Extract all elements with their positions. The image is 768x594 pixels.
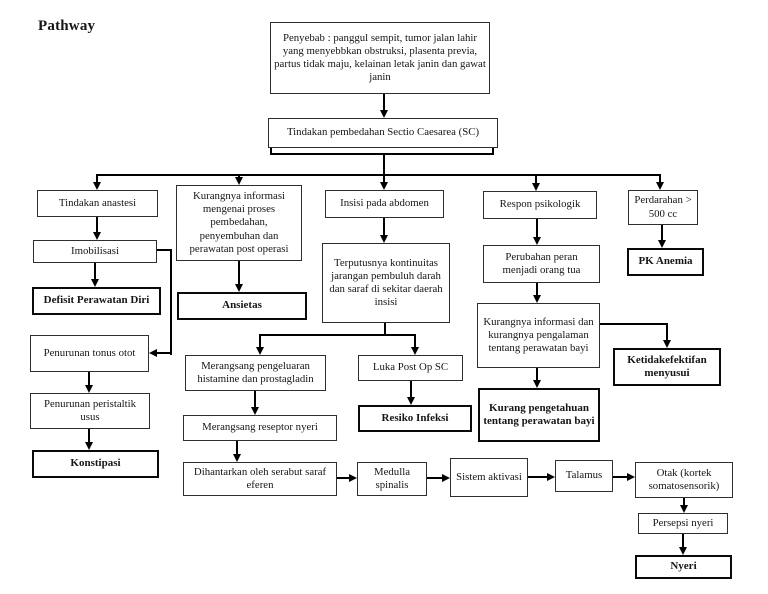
arrowhead-down [235, 177, 243, 185]
arrowhead-down [533, 380, 541, 388]
connector-line [536, 368, 538, 381]
node-kurangnya-informasi-bayi: Kurangnya informasi dan kurangnya pengal… [477, 303, 600, 368]
connector-line [170, 249, 172, 355]
connector-line [96, 174, 98, 183]
node-merangsang-reseptor-nyeri: Merangsang reseptor nyeri [183, 415, 337, 441]
node-respon-psikologik: Respon psikologik [483, 191, 597, 219]
node-ketidakefektifan-menyusui: Ketidakefektifan menyusui [613, 348, 721, 386]
node-perubahan-peran: Perubahan peran menjadi orang tua [483, 245, 600, 283]
connector-line [236, 441, 238, 455]
node-nyeri: Nyeri [635, 555, 732, 579]
node-kurangnya-informasi-proses: Kurangnya informasi mengenai proses pemb… [176, 185, 302, 261]
arrowhead-left [149, 349, 157, 357]
connector-line [156, 352, 172, 354]
connector-line [666, 323, 668, 341]
arrowhead-down [656, 182, 664, 190]
arrowhead-right [349, 474, 357, 482]
arrowhead-down [411, 347, 419, 355]
arrowhead-down [407, 397, 415, 405]
connector-line [270, 148, 272, 154]
arrowhead-down [233, 454, 241, 462]
node-resiko-infeksi: Resiko Infeksi [358, 405, 472, 432]
connector-line [383, 218, 385, 236]
node-imobilisasi: Imobilisasi [33, 240, 157, 263]
node-penyebab: Penyebab : panggul sempit, tumor jalan l… [270, 22, 490, 94]
connector-line [96, 217, 98, 233]
arrowhead-down [380, 110, 388, 118]
node-penurunan-peristaltik-usus: Penurunan peristaltik usus [30, 393, 150, 429]
arrowhead-down [680, 505, 688, 513]
node-dihantarkan-serabut: Dihantarkan oleh serabut saraf eferen [183, 462, 337, 496]
connector-line [384, 323, 386, 336]
arrowhead-right [442, 474, 450, 482]
arrowhead-down [251, 407, 259, 415]
node-insisi-pada-abdomen: Insisi pada abdomen [325, 190, 444, 218]
connector-line [254, 391, 256, 408]
arrowhead-right [627, 473, 635, 481]
node-tindakan-pembedahan-sc: Tindakan pembedahan Sectio Caesarea (SC) [268, 118, 498, 148]
connector-line [337, 477, 350, 479]
connector-line [238, 261, 240, 285]
arrowhead-down [663, 340, 671, 348]
arrowhead-down [679, 547, 687, 555]
node-penurunan-tonus-otot: Penurunan tonus otot [30, 335, 149, 372]
node-persepsi-nyeri: Persepsi nyeri [638, 513, 728, 534]
node-otak-kortek: Otak (kortek somatosensorik) [635, 462, 733, 498]
connector-line [94, 263, 96, 280]
connector-line [259, 334, 416, 336]
node-kurang-pengetahuan-bayi: Kurang pengetahuan tentang perawatan bay… [478, 388, 600, 442]
connector-line [613, 476, 628, 478]
arrowhead-down [235, 284, 243, 292]
connector-line [270, 153, 494, 155]
arrowhead-down [533, 237, 541, 245]
arrowhead-right [547, 473, 555, 481]
connector-line [528, 476, 548, 478]
arrowhead-down [658, 240, 666, 248]
node-merangsang-pengeluaran: Merangsang pengeluaran histamine dan pro… [185, 355, 326, 391]
arrowhead-down [256, 347, 264, 355]
connector-line [96, 174, 661, 176]
connector-line [157, 249, 172, 251]
connector-line [88, 372, 90, 386]
connector-line [88, 429, 90, 443]
connector-line [414, 334, 416, 348]
arrowhead-down [85, 442, 93, 450]
connector-line [682, 534, 684, 548]
node-defisit-perawatan-diri: Defisit Perawatan Diri [32, 287, 161, 315]
arrowhead-down [93, 232, 101, 240]
connector-line [259, 334, 261, 348]
node-terputusnya-kontinuitas: Terputusnya kontinuitas jarangan pembulu… [322, 243, 450, 323]
connector-line [410, 381, 412, 398]
node-medulla-spinalis: Medulla spinalis [357, 462, 427, 496]
arrowhead-down [533, 295, 541, 303]
node-perdarahan: Perdarahan > 500 cc [628, 190, 698, 225]
node-pk-anemia: PK Anemia [627, 248, 704, 276]
arrowhead-down [91, 279, 99, 287]
connector-line [600, 323, 668, 325]
node-tindakan-anastesi: Tindakan anastesi [37, 190, 158, 217]
connector-line [535, 174, 537, 184]
connector-line [383, 174, 385, 183]
arrowhead-down [532, 183, 540, 191]
connector-line [238, 174, 240, 178]
arrowhead-down [93, 182, 101, 190]
node-ansietas: Ansietas [177, 292, 307, 320]
node-luka-post-op-sc: Luka Post Op SC [358, 355, 463, 381]
connector-line [383, 153, 385, 176]
node-konstipasi: Konstipasi [32, 450, 159, 478]
connector-line [492, 148, 494, 154]
connector-line [536, 219, 538, 238]
connector-line [536, 283, 538, 296]
arrowhead-down [85, 385, 93, 393]
arrowhead-down [380, 235, 388, 243]
connector-line [683, 498, 685, 506]
connector-line [661, 225, 663, 241]
node-talamus: Talamus [555, 460, 613, 492]
page-title: Pathway [38, 18, 96, 34]
node-sistem-aktivasi: Sistem aktivasi [450, 458, 528, 497]
connector-line [383, 94, 385, 111]
arrowhead-down [380, 182, 388, 190]
connector-line [659, 174, 661, 183]
connector-line [427, 477, 443, 479]
